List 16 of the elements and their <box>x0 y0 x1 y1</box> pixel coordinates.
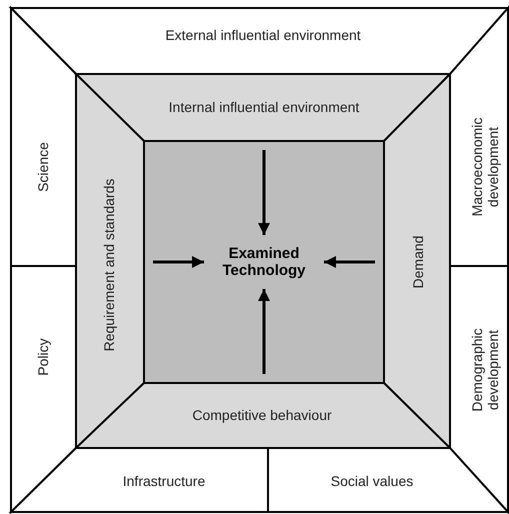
band-label: Social values <box>330 472 414 490</box>
center-label: Examined Technology <box>221 244 307 280</box>
vertical-label: Macroeconomic development <box>468 116 502 218</box>
band-label: Infrastructure <box>122 472 206 490</box>
arrow <box>324 256 375 268</box>
vertical-label: Demographic development <box>468 327 502 414</box>
band-label: Internal influential environment <box>168 98 360 116</box>
vertical-label: Science <box>34 141 52 194</box>
arrow <box>153 256 204 268</box>
band-label: External influential environment <box>164 26 362 44</box>
vertical-label: Requirement and standards <box>100 178 118 354</box>
vertical-label: Policy <box>34 337 52 378</box>
arrow <box>258 289 270 374</box>
vertical-label: Demand <box>410 234 426 290</box>
arrow <box>258 150 270 235</box>
band-label: Competitive behaviour <box>191 406 333 424</box>
